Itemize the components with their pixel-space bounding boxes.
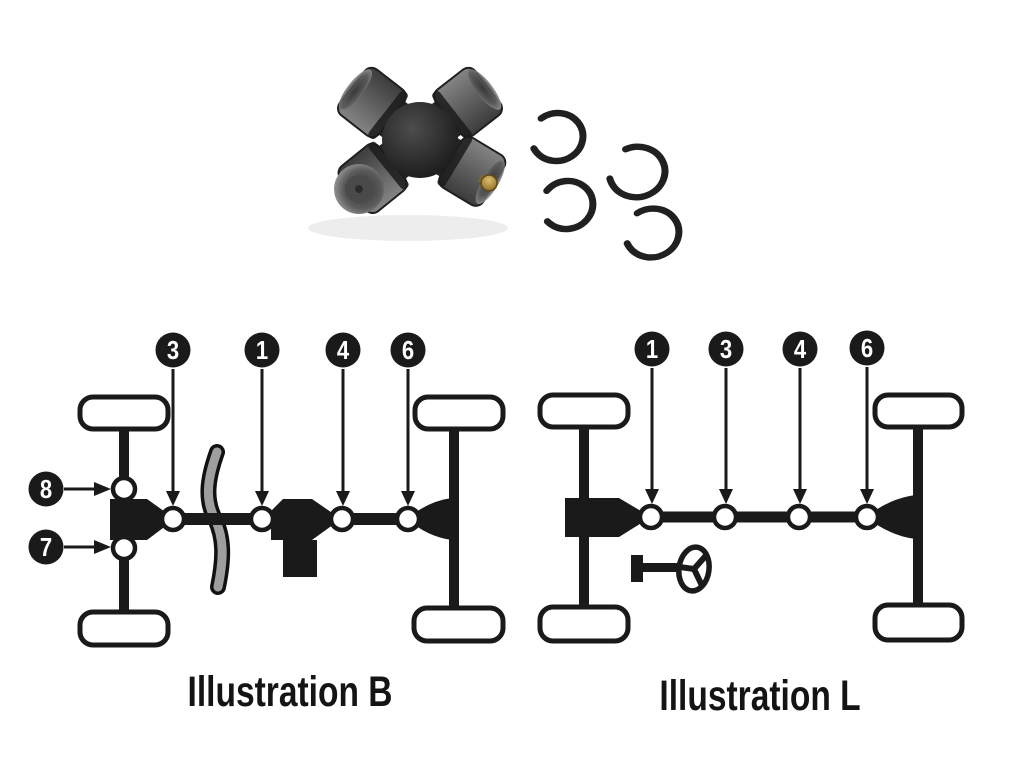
callout-number: 3	[720, 335, 732, 364]
front-differential	[110, 499, 175, 540]
bearing-cap-face	[334, 164, 384, 214]
snap-ring-1	[527, 109, 587, 165]
callout-number: 3	[167, 336, 179, 365]
transmission	[271, 499, 341, 577]
callout-badge	[244, 332, 280, 368]
illustration-l-diagram: 1 3 4 6	[537, 330, 965, 644]
callout-badges-l: 1 3 4 6	[634, 330, 885, 367]
tire-front-left	[77, 394, 171, 432]
ujoint-position-7	[110, 534, 138, 562]
callout-number: 7	[40, 533, 52, 562]
tire-front-right	[872, 392, 965, 430]
ujoint-position-4	[328, 505, 356, 533]
callout-number: 4	[794, 335, 807, 364]
ujoint-markers	[637, 503, 881, 531]
tire-rear-left	[77, 609, 171, 648]
ujoint-position-4	[785, 503, 813, 531]
callout-number: 6	[402, 336, 414, 365]
snap-ring-2	[605, 143, 669, 201]
snap-ring-3	[537, 177, 597, 233]
callout-badge	[390, 332, 426, 368]
callout-badge	[782, 331, 818, 367]
callout-badge	[28, 471, 64, 507]
illustration-b-label: Illustration B	[187, 668, 393, 716]
tires	[537, 392, 965, 644]
tire-rear-left	[537, 604, 631, 644]
u-joint-photo	[330, 60, 514, 221]
leader-arrows	[64, 369, 415, 554]
callout-number: 4	[337, 336, 350, 365]
callout-badge	[155, 332, 191, 368]
engine-block	[565, 498, 651, 537]
callout-badge	[849, 330, 885, 366]
illustration-l-label: Illustration L	[659, 672, 861, 720]
callout-badge	[325, 332, 361, 368]
snap-ring-4	[621, 205, 683, 261]
u-joint-cross-body	[382, 102, 458, 178]
ujoint-position-3	[711, 503, 739, 531]
callout-badges-b: 3 1 4 6 8 7	[28, 332, 426, 565]
tire-front-left	[537, 392, 631, 430]
callout-badge	[708, 331, 744, 367]
tire-rear-right	[411, 605, 506, 644]
callout-number: 6	[861, 334, 873, 363]
ujoint-position-6	[853, 503, 881, 531]
ujoint-position-1	[637, 503, 665, 531]
callout-number: 1	[256, 336, 268, 365]
tires	[77, 394, 506, 648]
product-photo	[308, 60, 683, 261]
ujoint-markers	[110, 475, 422, 562]
photo-shadow	[308, 215, 508, 241]
illustration-b-diagram: 3 1 4 6 8 7	[28, 332, 506, 648]
callout-badge	[28, 529, 64, 565]
tire-rear-right	[872, 602, 965, 643]
rear-differential	[866, 495, 916, 539]
callout-badge	[634, 331, 670, 367]
ujoint-position-8	[110, 475, 138, 503]
callout-number: 1	[646, 335, 658, 364]
steering-wheel-icon	[631, 544, 712, 594]
ujoint-position-6	[394, 505, 422, 533]
ujoint-position-1	[248, 505, 276, 533]
leader-arrows	[645, 367, 874, 504]
rear-differential	[407, 498, 452, 540]
tire-front-right	[412, 394, 506, 432]
grease-zerk-icon	[478, 174, 498, 192]
snap-rings-photo	[527, 109, 683, 261]
callout-number: 8	[40, 475, 52, 504]
ujoint-position-3	[159, 505, 187, 533]
